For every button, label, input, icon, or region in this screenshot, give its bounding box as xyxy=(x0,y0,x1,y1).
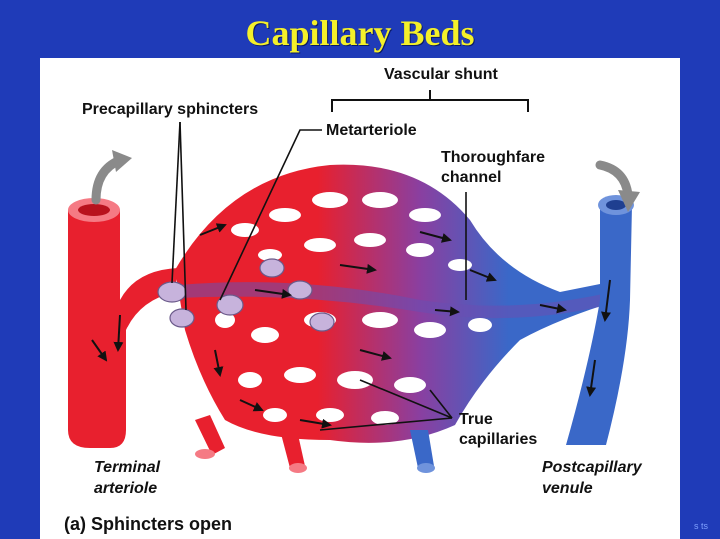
precapillary-sphincters xyxy=(157,258,335,332)
label-thoroughfare-line2: channel xyxy=(441,169,502,186)
label-terminal-line1: Terminal xyxy=(94,459,161,476)
bottom-vessel-stubs xyxy=(195,415,435,473)
postcapillary-venule-vessel xyxy=(566,195,634,445)
figure-caption: (a) Sphincters open xyxy=(64,514,233,534)
label-metarteriole: Metarteriole xyxy=(326,122,417,139)
label-terminal-line2: arteriole xyxy=(94,480,158,497)
label-true-capillaries-line1: True xyxy=(459,411,493,428)
label-true-capillaries-line2: capillaries xyxy=(459,431,538,448)
blood-flow-arrows xyxy=(91,223,611,429)
label-vascular-shunt: Vascular shunt xyxy=(384,66,498,83)
outflow-arrow-icon xyxy=(595,160,640,212)
slide-title: Capillary Beds xyxy=(245,13,475,53)
label-postcapillary-line2: venule xyxy=(542,480,593,497)
corner-mark: s ts xyxy=(693,521,708,531)
label-precapillary-sphincters: Precapillary sphincters xyxy=(82,101,259,118)
inflow-arrow-icon xyxy=(91,150,132,205)
terminal-arteriole-vessel xyxy=(68,198,178,448)
vascular-shunt-bracket xyxy=(331,90,529,112)
label-thoroughfare-line1: Thoroughfare xyxy=(441,149,545,166)
label-postcapillary-line1: Postcapillary xyxy=(542,459,642,476)
label-leader-lines xyxy=(171,121,467,431)
capillary-bed xyxy=(175,164,620,443)
